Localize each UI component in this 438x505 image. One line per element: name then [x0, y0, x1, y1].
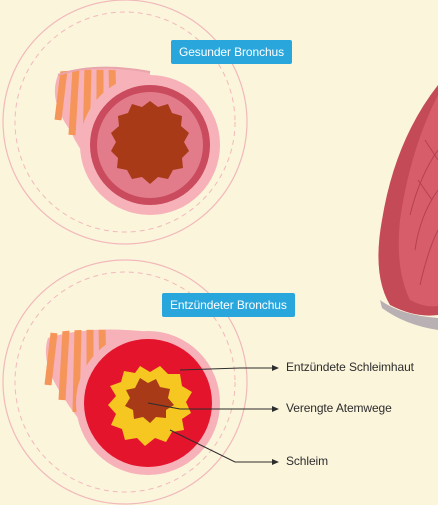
mucosa-annotation: Entzündete Schleimhaut	[286, 360, 414, 374]
mucosa-arrowhead	[272, 365, 279, 371]
healthy-cross-section	[80, 75, 220, 215]
healthy-bronchus-illustration	[3, 0, 247, 244]
inflamed-bronchus-label: Entzündeter Bronchus	[162, 293, 295, 317]
healthy-bronchus-label: Gesunder Bronchus	[171, 40, 292, 64]
mucus-annotation: Schleim	[286, 454, 328, 468]
airways-annotation: Verengte Atemwege	[286, 401, 392, 415]
lung-illustration	[378, 85, 438, 330]
airways-arrowhead	[272, 406, 279, 412]
mucus-arrowhead	[272, 459, 279, 465]
